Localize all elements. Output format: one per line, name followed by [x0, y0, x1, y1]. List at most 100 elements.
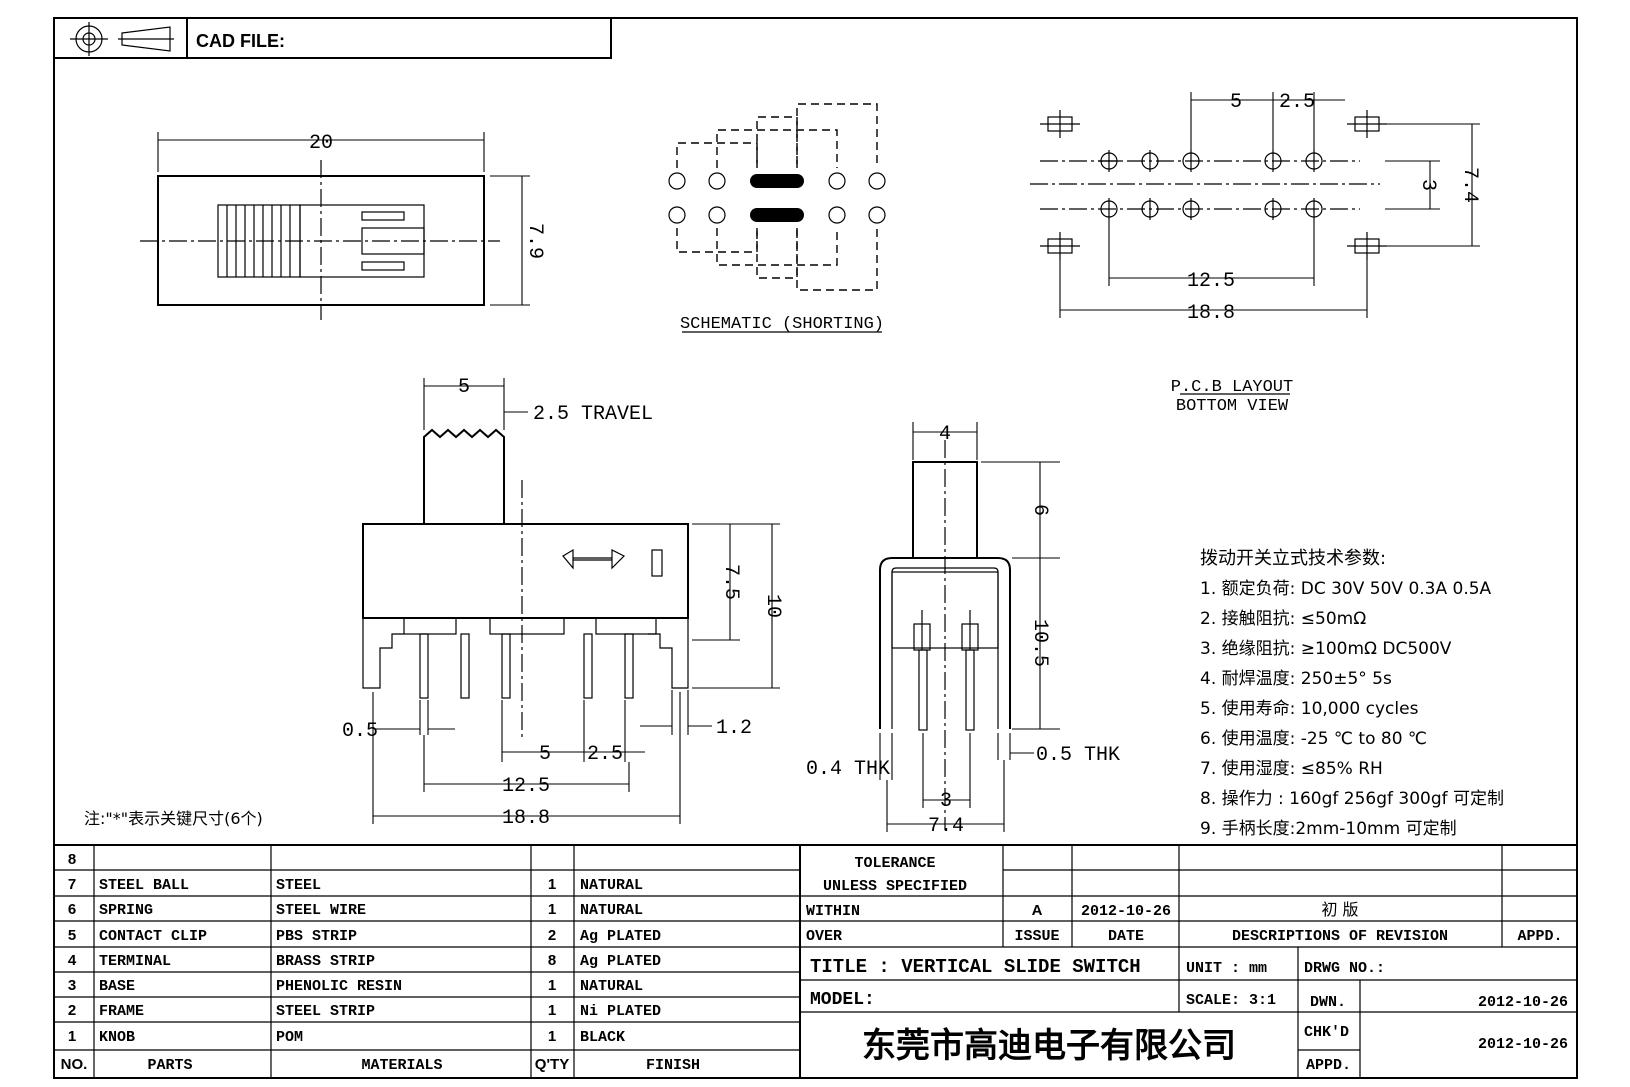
spec-item: 7. 使用湿度: ≤85% RH [1200, 758, 1383, 779]
front-dim-5: 5 [458, 376, 470, 399]
bom-material: STEEL STRIP [276, 1003, 375, 1020]
bom-part: FRAME [99, 1003, 144, 1020]
drawing-title: TITLE : VERTICAL SLIDE SWITCH [810, 956, 1141, 978]
bom-material: POM [276, 1029, 303, 1046]
bom-finish: NATURAL [580, 978, 643, 995]
bom-header-no: NO. [61, 1056, 88, 1073]
sheet-border [53, 17, 1578, 1079]
bom-qty: 8 [548, 952, 556, 969]
bom-part: BASE [99, 978, 135, 995]
company-name: 东莞市高迪电子有限公司 [862, 1026, 1236, 1066]
pcb-layout: 5 2.5 3 7.4 12.5 18.8 P.C.B LAYOUT BOTTO… [1030, 91, 1481, 416]
pcb-dim-18-8: 18.8 [1187, 302, 1235, 325]
spec-title: 拨动开关立式技术参数: [1200, 548, 1386, 569]
front-travel: 2.5 TRAVEL [533, 403, 653, 426]
bom-material: STEEL WIRE [276, 902, 366, 919]
bom-material: BRASS STRIP [276, 953, 375, 970]
bom-qty: 1 [548, 977, 556, 994]
bom-row: 2 FRAME STEEL STRIP 1 Ni PLATED [68, 1002, 661, 1020]
side-dim-10-5: 10.5 [1028, 619, 1051, 667]
date-header: DATE [1108, 928, 1144, 945]
scale-label: SCALE: 3:1 [1186, 992, 1276, 1009]
spec-item: 4. 耐焊温度: 250±5° 5s [1200, 669, 1392, 689]
front-view: 5 2.5 TRAVEL 7.5 10 0.5 1.2 5 2.5 12.5 [342, 376, 784, 830]
tolerance-label: TOLERANCE [854, 855, 935, 872]
bom-no: 6 [68, 901, 76, 918]
front-dim-7-5: 7.5 [719, 564, 742, 600]
side-dim-3: 3 [940, 790, 952, 813]
bom-no: 3 [68, 977, 76, 994]
bom-no: 2 [68, 1002, 76, 1019]
revision-date: 2012-10-26 [1081, 903, 1171, 920]
side-dim-7-4: 7.4 [928, 815, 964, 838]
drawn-label: DWN. [1310, 994, 1346, 1011]
bom-no: 8 [68, 851, 76, 868]
bom-no: 5 [68, 927, 76, 944]
bom-header-parts: PARTS [147, 1057, 192, 1074]
checked-label: CHK'D [1304, 1024, 1349, 1041]
bom-row: 3 BASE PHENOLIC RESIN 1 NATURAL [68, 977, 643, 995]
bom-material: PBS STRIP [276, 928, 357, 945]
projection-symbol-icon [70, 22, 174, 56]
bom-header-materials: MATERIALS [361, 1057, 442, 1074]
bom-qty: 1 [548, 1028, 556, 1045]
revision-letter: A [1032, 902, 1043, 919]
bom-row: 6 SPRING STEEL WIRE 1 NATURAL [68, 901, 643, 919]
bom-header-qty: Q'TY [535, 1056, 569, 1073]
bom-part: SPRING [99, 902, 153, 919]
bom-no: 4 [68, 952, 77, 969]
cad-file-label: CAD FILE: [196, 31, 285, 51]
front-dim-18-8: 18.8 [502, 807, 550, 830]
schematic-label: SCHEMATIC (SHORTING) [680, 315, 884, 334]
spec-item: 8. 操作力 : 160gf 256gf 300gf 可定制 [1200, 789, 1504, 809]
approved-header: APPD. [1517, 928, 1562, 945]
approved-label: APPD. [1306, 1057, 1351, 1074]
bom-row: 5 CONTACT CLIP PBS STRIP 2 Ag PLATED [68, 927, 661, 945]
spec-item: 9. 手柄长度:2mm-10mm 可定制 [1200, 819, 1457, 839]
side-dim-4: 4 [939, 423, 951, 446]
drawn-date: 2012-10-26 [1478, 994, 1568, 1011]
spec-list: 拨动开关立式技术参数: 1. 额定负荷: DC 30V 50V 0.3A 0.5… [1200, 548, 1504, 839]
pcb-label-1: P.C.B LAYOUT [1171, 378, 1293, 397]
over-label: OVER [806, 928, 842, 945]
front-dim-2-5b: 2.5 [587, 743, 623, 766]
model-label: MODEL: [810, 990, 875, 1010]
header-box: CAD FILE: [53, 17, 612, 59]
bom-row: 1 KNOB POM 1 BLACK [68, 1028, 625, 1046]
pcb-dim-5: 5 [1230, 91, 1242, 114]
bom-finish: Ag PLATED [580, 928, 661, 945]
bom-row: 4 TERMINAL BRASS STRIP 8 Ag PLATED [68, 952, 661, 970]
front-dim-1-2: 1.2 [716, 717, 752, 740]
bom-finish: Ni PLATED [580, 1003, 661, 1020]
side-thk-0-5: 0.5 THK [1036, 744, 1120, 767]
bom-header-finish: FINISH [646, 1057, 700, 1074]
bom-header-row: NO. PARTS MATERIALS Q'TY FINISH [61, 1056, 700, 1074]
front-dim-12-5: 12.5 [502, 775, 550, 798]
bom-qty: 1 [548, 1002, 556, 1019]
bom-row: 7 STEEL BALL STEEL 1 NATURAL [68, 876, 643, 894]
side-dim-6: 6 [1028, 504, 1051, 516]
bom-row: 8 [68, 851, 76, 868]
bom-finish: BLACK [580, 1029, 625, 1046]
spec-item: 2. 接触阻抗: ≤50mΩ [1200, 609, 1366, 629]
bom-qty: 2 [548, 927, 556, 944]
bom-finish: Ag PLATED [580, 953, 661, 970]
front-dim-0-5: 0.5 [342, 720, 378, 743]
unit-label: UNIT : mm [1186, 960, 1267, 977]
bom-part: CONTACT CLIP [99, 928, 207, 945]
spec-item: 5. 使用寿命: 10,000 cycles [1200, 698, 1419, 719]
side-thk-0-4: 0.4 THK [806, 758, 890, 781]
spec-item: 3. 绝缘阻抗: ≥100mΩ DC500V [1200, 639, 1452, 659]
spec-item: 1. 额定负荷: DC 30V 50V 0.3A 0.5A [1200, 579, 1492, 599]
bom-part: KNOB [99, 1029, 135, 1046]
pcb-dim-7-4: 7.4 [1458, 167, 1481, 203]
bom-finish: NATURAL [580, 877, 643, 894]
drawing-number-label: DRWG NO.: [1304, 960, 1385, 977]
bom-qty: 1 [548, 876, 556, 893]
revision-desc-header: DESCRIPTIONS OF REVISION [1232, 928, 1448, 945]
revision-description: 初 版 [1321, 900, 1358, 919]
spec-item: 6. 使用温度: -25 ℃ to 80 ℃ [1200, 728, 1427, 749]
front-dim-5b: 5 [539, 743, 551, 766]
checked-date: 2012-10-26 [1478, 1036, 1568, 1053]
bom-no: 7 [68, 876, 76, 893]
